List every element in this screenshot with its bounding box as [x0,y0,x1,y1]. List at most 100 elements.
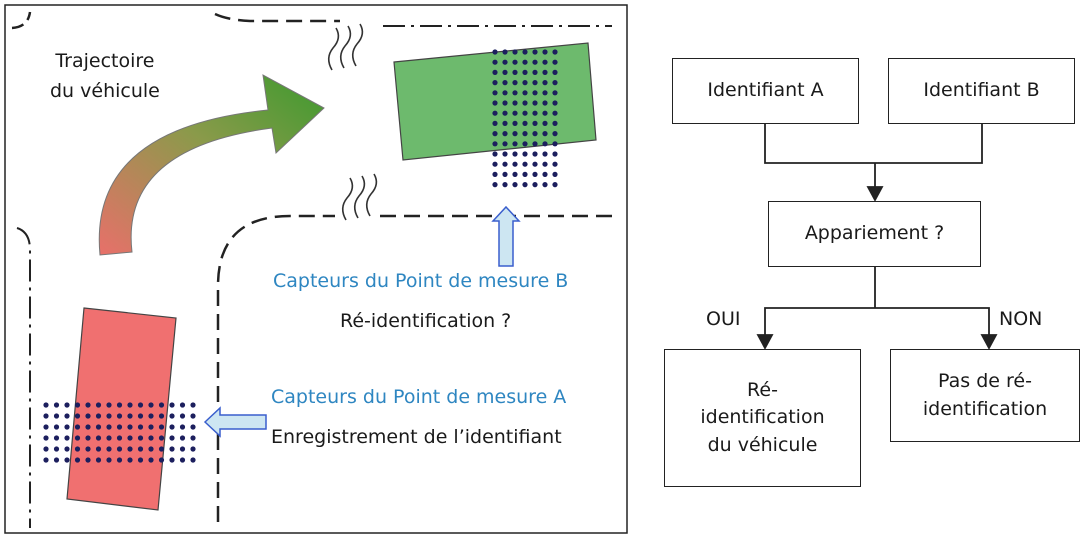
sensor-a-dot [106,457,112,463]
sensor-a-dot [74,457,81,463]
sensor-a-dot [116,413,123,419]
sensor-b-dot [512,161,518,167]
sensor-b-dot [542,80,548,86]
sensor-b-dot [502,59,508,65]
sensor-a-dot [179,435,186,441]
trajectory-label-line-2: du véhicule [50,80,160,103]
sensor-b-dot [532,171,538,177]
sensor-b-dot [552,151,558,157]
sensor-a-dot [148,457,154,463]
sensor-b-dot [552,69,558,75]
sensor-a-dot [148,413,154,419]
sensor-b-dot [522,151,528,157]
sensor-b-dot [552,141,558,147]
sensor-a-dot [169,446,175,452]
sensor-b-dot [532,182,538,188]
sensor-a-dot [85,424,91,430]
sensor-a-dot [179,402,186,408]
sensor-b-dot [512,141,518,147]
sensor-a-dot [74,424,81,430]
sensor-a-dot [158,446,165,452]
sensor-b-dot [522,49,528,55]
reidentified-box: Ré- identification du véhicule [664,349,861,487]
sensor-b-dot [532,90,538,96]
sensor-b-dot [512,59,518,65]
sensor-b-dot [532,151,538,157]
sensor-a-dot [43,435,49,441]
sensor-b-dot [492,171,498,177]
sensor-a-dot [169,457,175,463]
sensor-b-dot [522,80,528,86]
sensor-a-dot [190,457,196,463]
sensor-b-dot [492,90,498,96]
sensor-a-dot [106,446,112,452]
sensor-b-dot [532,120,538,126]
sensor-b-dot [532,141,538,147]
sensor-b-dot [552,182,558,188]
sensor-a-dot [158,413,165,419]
sensor-a-dot [158,402,165,408]
sensor-b-dot [502,131,508,137]
sensor-b-dot [532,100,538,106]
sensor-b-dot [492,141,498,147]
sensor-a-dot [95,402,102,408]
identifier-b-label: Identifiant B [923,79,1040,102]
sensor-a-dot [137,402,144,408]
sensor-a-dot [85,457,91,463]
sensor-b-dot [542,90,548,96]
sensor-a-dot [179,424,186,430]
sensor-a-dot [158,435,165,441]
sensor-b-dot [512,151,518,157]
sensor-a-dot [64,435,70,441]
sensor-a-dot [64,424,70,430]
sensor-a-dot [43,446,49,452]
sensor-b-dot [512,110,518,116]
sensor-a-dot [85,446,91,452]
sensor-b-dot [492,110,498,116]
sensor-a-dot [53,457,60,463]
sensor-a-dot [169,435,175,441]
sensor-a-dot [74,413,81,419]
sensor-b-dot [502,120,508,126]
sensor-b-dot [532,80,538,86]
sensor-a-dot [127,402,133,408]
identifier-a-box: Identifiant A [672,58,859,124]
sensor-b-dot [512,90,518,96]
sensor-b-dot [492,131,498,137]
sensor-b-dot [512,49,518,55]
point-a-subtitle: Enregistrement de l’identifiant [271,426,562,448]
sensor-a-dot [116,435,123,441]
sensor-b-dot [512,120,518,126]
point-b-title: Capteurs du Point de mesure B [273,270,569,292]
sensor-a-dot [190,435,196,441]
sensor-b-dot [522,59,528,65]
sensor-a-dot [85,435,91,441]
scene-frame [4,4,628,534]
sensor-b-dot [502,141,508,147]
sensor-b-dot [552,59,558,65]
sensor-a-dot [127,446,133,452]
sensor-a-dot [85,413,91,419]
no-branch-label: NON [999,308,1043,330]
sensor-a-dot [43,457,49,463]
sensor-b-dot [542,120,548,126]
reidentified-line-3: du véhicule [707,433,818,456]
road-edges [11,11,612,528]
sensor-b-dot [542,151,548,157]
sensor-b-dot [522,69,528,75]
sensor-b-pointer-arrow [491,205,521,267]
sensor-b-dot [552,110,558,116]
sensor-b-dot [552,49,558,55]
sensor-b-dot [522,182,528,188]
sensor-b-dot [532,49,538,55]
sensor-a-dot [169,424,175,430]
sensor-a-dot [127,435,133,441]
sensor-a-dot [64,446,70,452]
sensor-a-dot [137,457,144,463]
sensor-a-dot [95,446,102,452]
sensor-b-dot [542,49,548,55]
sensor-a-dot [137,413,144,419]
sensor-b-dot [552,161,558,167]
sensor-a-dot [179,413,186,419]
